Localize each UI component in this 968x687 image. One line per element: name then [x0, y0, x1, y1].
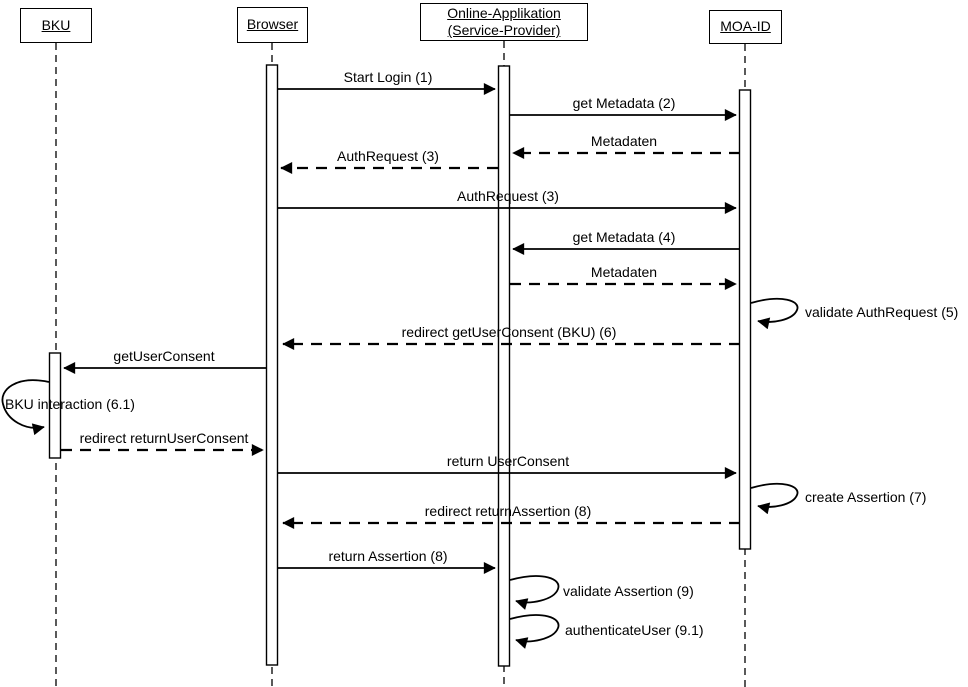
participant-box-moa-id: MOA-ID: [709, 10, 782, 44]
message-label-authenticateuser: authenticateUser (9.1): [565, 622, 704, 638]
message-label-return-userconsent: return UserConsent: [446, 453, 570, 469]
message-label-create-assertion: create Assertion (7): [805, 489, 927, 505]
participant-label-moa-id: MOA-ID: [720, 18, 771, 35]
message-label-authrequest-3-solid: AuthRequest (3): [457, 188, 559, 204]
message-label-get-metadata-2: get Metadata (2): [572, 95, 676, 111]
activation-bar-browser: [265, 64, 279, 666]
message-label-validate-assertion: validate Assertion (9): [563, 583, 694, 599]
loop-bku-interaction: [1, 379, 50, 436]
message-label-metadaten-2: Metadaten: [590, 264, 658, 280]
loop-validate-authrequest: [750, 297, 799, 330]
message-label-getuserconsent: getUserConsent: [113, 348, 215, 364]
activation-bar-service-provider: [497, 65, 511, 667]
message-label-metadaten-1: Metadaten: [590, 133, 658, 149]
loop-authenticateuser: [509, 614, 560, 649]
participant-label-service-provider: Online-Applikation (Service-Provider): [447, 4, 561, 39]
message-label-return-assertion-8: return Assertion (8): [328, 548, 448, 564]
participant-box-service-provider: Online-Applikation (Service-Provider): [420, 3, 588, 41]
message-label-redirect-returnuserconsent: redirect returnUserConsent: [79, 430, 249, 446]
loop-create-assertion: [750, 482, 799, 515]
message-label-redirect-getuserconsent: redirect getUserConsent (BKU) (6): [401, 324, 617, 340]
activation-bar-moa-id: [738, 89, 752, 550]
message-label-start-login: Start Login (1): [343, 69, 433, 85]
participant-box-browser: Browser: [237, 7, 308, 43]
participant-box-bku: BKU: [20, 8, 92, 43]
message-label-get-metadata-4: get Metadata (4): [572, 229, 676, 245]
message-label-validate-authrequest: validate AuthRequest (5): [805, 304, 959, 320]
message-label-redirect-returnassertion: redirect returnAssertion (8): [424, 503, 592, 519]
activation-bar-bku: [48, 352, 62, 459]
loop-validate-assertion: [509, 575, 560, 610]
participant-label-bku: BKU: [41, 16, 71, 33]
participant-label-browser: Browser: [246, 16, 299, 33]
message-label-authrequest-3-dashed: AuthRequest (3): [337, 148, 439, 164]
message-label-bku-interaction: BKU interaction (6.1): [5, 396, 135, 412]
